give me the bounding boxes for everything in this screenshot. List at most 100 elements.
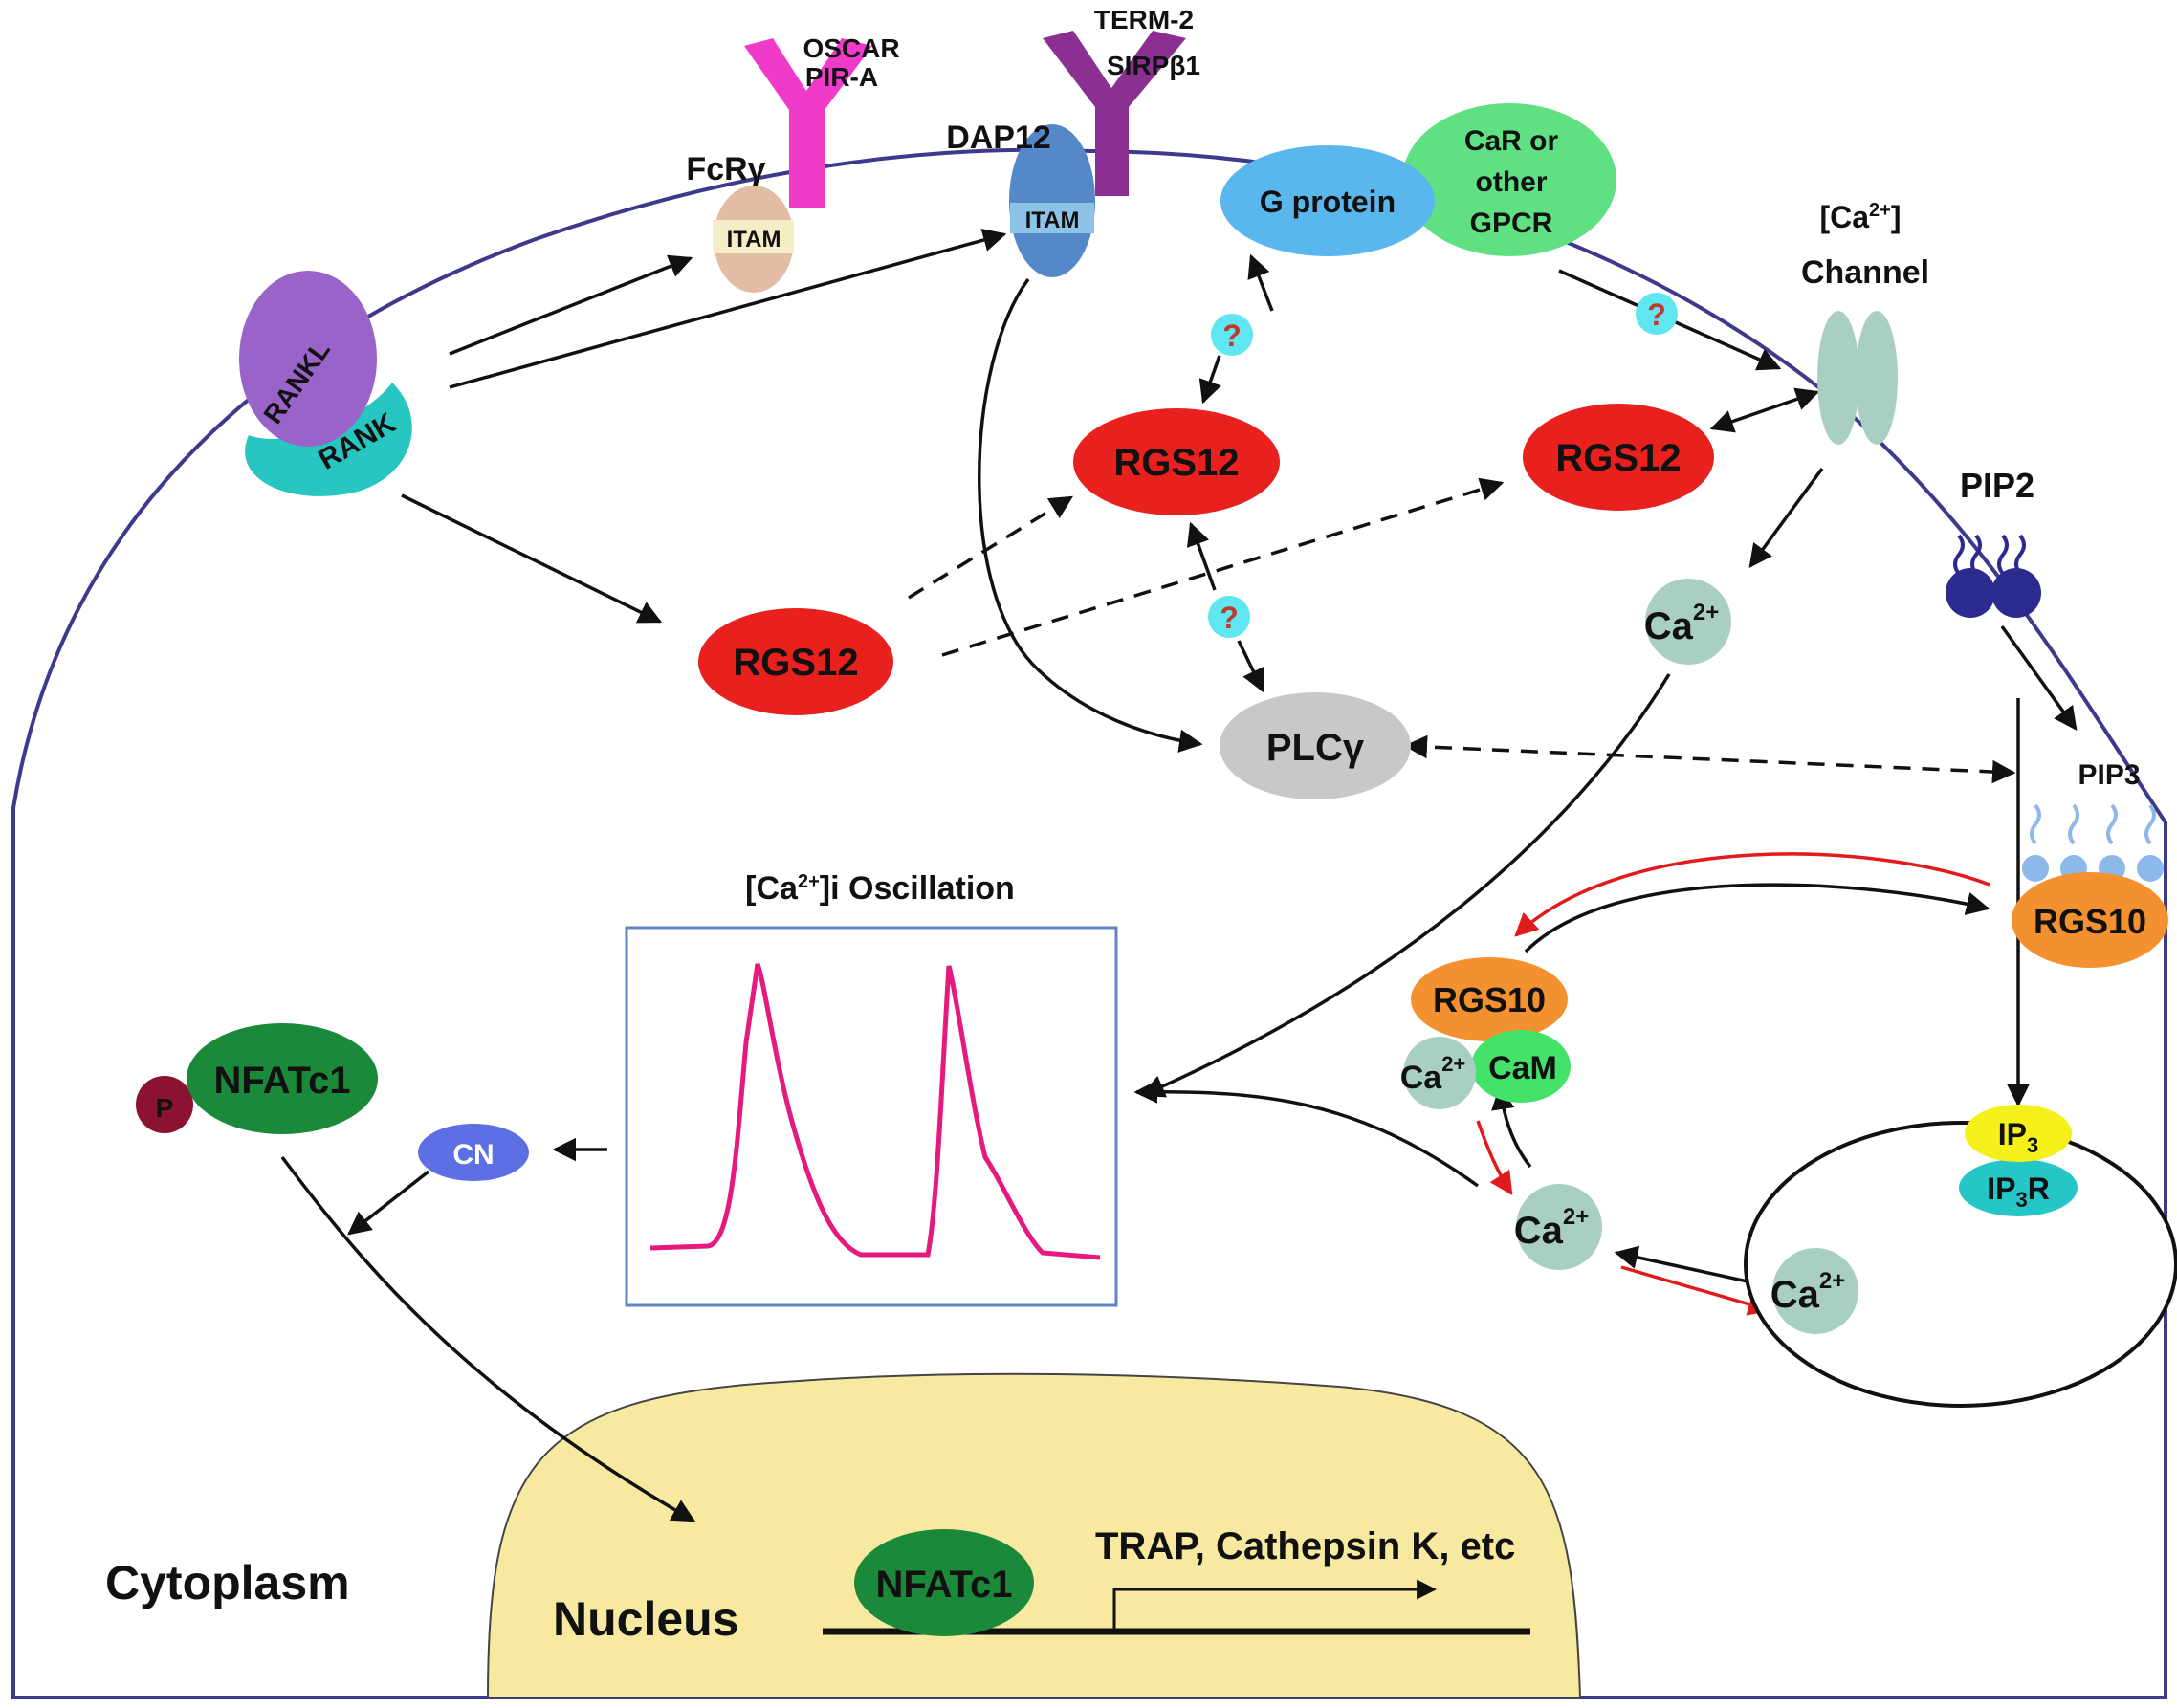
arrow-channel-to-ca xyxy=(1748,467,1824,568)
ca-er-base: Ca xyxy=(1770,1274,1820,1316)
calcium-channel: [Ca2+] Channel xyxy=(1801,200,1929,445)
transcription-start-arrow xyxy=(1112,1579,1438,1631)
nfatc1-node-cytosol xyxy=(187,1023,378,1134)
channel-subunit-left xyxy=(1817,311,1859,445)
ca-node-cam xyxy=(1403,1037,1476,1109)
cam-label: CaM xyxy=(1488,1050,1557,1086)
ca-label-cam: Ca2+ xyxy=(1400,1052,1466,1096)
rankl-ligand xyxy=(239,271,377,447)
nfatc1-label-cytosol: NFATc1 xyxy=(214,1060,351,1102)
pip3-tail-2 xyxy=(2068,803,2079,845)
cn-label: CN xyxy=(452,1139,494,1171)
car-label-line3: GPCR xyxy=(1470,208,1553,239)
car-label-line1: CaR or xyxy=(1464,125,1559,157)
pip3-tail-4 xyxy=(2144,803,2156,845)
pip2-group: PIP2 xyxy=(1946,466,2041,618)
question-node-top xyxy=(1211,314,1253,356)
cell xyxy=(11,147,2167,1699)
fcrg-complex: ITAM FcRγ xyxy=(686,151,794,293)
car-gpcr-node xyxy=(1402,103,1616,256)
phosphate-label: P xyxy=(156,1093,174,1123)
oscar-label-line2: PIR-A xyxy=(805,62,878,92)
pip2-head-1 xyxy=(1946,568,1995,618)
ca-node-er xyxy=(1772,1248,1858,1334)
nuclear-nfatc1-node xyxy=(854,1529,1034,1636)
oscillation-title-sup: 2+ xyxy=(798,871,820,892)
question-marks: ? ? ? xyxy=(1208,293,1678,638)
cn-group: CN xyxy=(418,1124,529,1181)
nucleus: Nucleus NFATc1 TRAP, Cathepsin K, etc xyxy=(486,1372,1582,1698)
ca-node-lower xyxy=(1516,1184,1602,1270)
ca-cytosolic-lower: Ca2+ xyxy=(1514,1184,1602,1270)
question-node-right xyxy=(1636,293,1678,335)
ca-cytosolic-top: Ca2+ xyxy=(1644,579,1731,665)
pip3-head-1 xyxy=(2022,855,2049,882)
arrow-rank-to-rgs12 xyxy=(401,493,663,624)
oscar-label-line1: OSCAR xyxy=(803,33,899,63)
ca-top-sup: 2+ xyxy=(1693,600,1719,625)
dap12-itam-label: ITAM xyxy=(1025,208,1080,233)
arrows xyxy=(280,229,2078,1522)
g-protein-node xyxy=(1220,145,1435,256)
arrow-plc-pip3 xyxy=(1403,734,2016,784)
channel-label-base: [Ca xyxy=(1819,200,1869,234)
feedback-arrows xyxy=(1476,852,1990,1316)
endoplasmic-reticulum: Ca2+ IP3R IP3 xyxy=(1744,1105,2177,1408)
trem2-label-line1: TERM-2 xyxy=(1094,5,1194,34)
oscillation-title-base: [Ca xyxy=(745,870,799,907)
question-node-middle xyxy=(1208,596,1250,638)
rgs12-label-left: RGS12 xyxy=(733,642,858,684)
plc-gamma: PLCγ xyxy=(1220,692,1411,799)
arrow-cam-to-ca-red xyxy=(1476,1120,1513,1196)
arrow-rgs10-to-pip3 xyxy=(1524,883,1990,953)
cam-node xyxy=(1471,1030,1571,1103)
ip3-label: IP3 xyxy=(1998,1117,2038,1157)
pip3-lipids xyxy=(2030,803,2156,845)
ca-cam-sup: 2+ xyxy=(1441,1052,1465,1076)
target-genes-label: TRAP, Cathepsin K, etc xyxy=(1095,1525,1515,1567)
nucleus-label: Nucleus xyxy=(553,1592,739,1646)
dap12-label: DAP12 xyxy=(946,120,1051,156)
phosphate-node xyxy=(136,1076,193,1133)
arrow-question-rgs12-center xyxy=(1198,355,1221,405)
dap12-complex: ITAM DAP12 xyxy=(946,120,1095,277)
ca-label-er: Ca2+ xyxy=(1770,1268,1846,1316)
rgs12-label-right: RGS12 xyxy=(1555,437,1681,479)
rgs10-cam-complex: RGS10 CaM Ca2+ xyxy=(1400,957,1571,1109)
pip3-tail-1 xyxy=(2030,803,2041,845)
pip2-tail-1 xyxy=(1953,534,1965,576)
ip3-base: IP xyxy=(1998,1117,2027,1151)
cytoplasm-label: Cytoplasm xyxy=(105,1556,350,1609)
trem2-receptor: TERM-2 SIRPβ1 xyxy=(1043,5,1200,196)
dap12-itam-box xyxy=(1010,203,1094,233)
arrow-question-plc xyxy=(1237,640,1264,693)
fcrg-itam-box xyxy=(713,220,794,253)
cytosolic-nfatc1-group: P NFATc1 xyxy=(136,1023,378,1134)
question-label-right: ? xyxy=(1647,297,1666,332)
arrow-cn-to-nfat xyxy=(347,1170,430,1236)
rgs12-label-center: RGS12 xyxy=(1113,442,1239,484)
trem2-label-line2: SIRPβ1 xyxy=(1107,51,1200,80)
car-label-line2: other xyxy=(1476,166,1548,198)
oscillation-title: [Ca2+]i Oscillation xyxy=(745,870,1015,907)
rgs10-node-membrane xyxy=(2012,872,2168,968)
arrow-pip2-to-pip3 xyxy=(2000,624,2078,731)
channel-label-line2: Channel xyxy=(1801,254,1929,291)
oscillation-title-end: ]i Oscillation xyxy=(820,870,1015,907)
arrow-ca-to-oscillation xyxy=(1140,673,1671,1098)
ip3r-label: IP3R xyxy=(1987,1172,2050,1212)
channel-label-line1: [Ca2+] xyxy=(1819,200,1901,234)
nuclear-nfatc1-label: NFATc1 xyxy=(876,1564,1013,1606)
rgs12-nodes: RGS12 RGS12 RGS12 xyxy=(698,404,1714,715)
ip3r-base: IP xyxy=(1987,1172,2015,1206)
rgs12-node-right xyxy=(1523,404,1714,511)
channel-label-sup: 2+ xyxy=(1869,200,1891,221)
gpcr-complex: CaR or other GPCR G protein xyxy=(1220,103,1616,256)
question-label-top: ? xyxy=(1222,318,1242,353)
oscar-y-shape xyxy=(744,38,872,208)
pip2-lipids xyxy=(1953,534,2026,576)
trem2-y-shape xyxy=(1043,31,1186,196)
pip3-group: PIP3 RGS10 xyxy=(2012,759,2168,968)
ca-label-lower: Ca2+ xyxy=(1514,1204,1590,1252)
